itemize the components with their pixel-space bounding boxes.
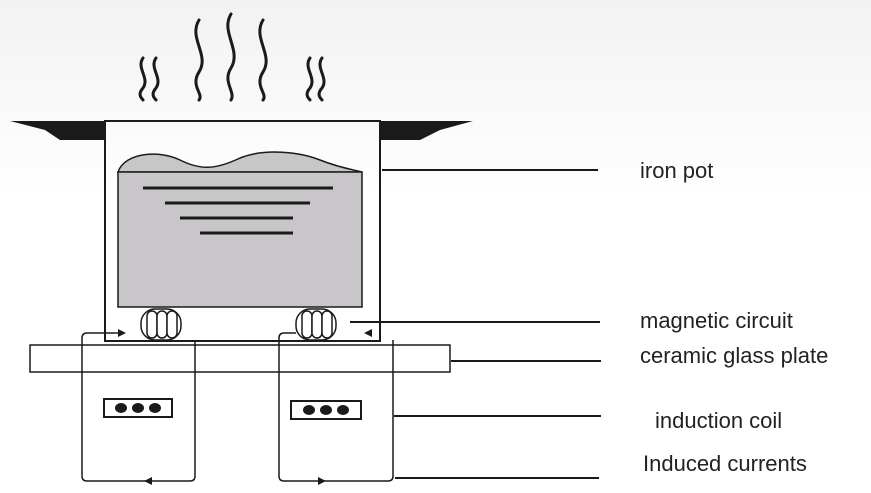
steam-wave (194, 18, 204, 102)
steam-wave (305, 56, 314, 102)
magnetic-loop-left (81, 332, 196, 482)
steam-wave (151, 56, 160, 102)
label-ceramic-glass-plate: ceramic glass plate (640, 343, 829, 368)
food-surface (116, 151, 363, 173)
food-contents (117, 171, 363, 308)
liquid-lines (143, 186, 333, 235)
ceramic-glass-plate (29, 344, 451, 373)
induction-coil-left (103, 398, 173, 418)
magnetic-circuit-loops (81, 332, 394, 482)
arrow-left-top (118, 329, 126, 337)
ferrite-ring-left (140, 308, 182, 341)
pot-handle-left (10, 121, 105, 140)
steam-wave (258, 18, 268, 102)
arrow-left-bottom (144, 477, 152, 485)
iron-pot-body (104, 120, 381, 342)
pot-handle-right (380, 121, 473, 140)
loop-overlay (81, 345, 394, 372)
arrow-right-bottom (318, 477, 326, 485)
label-induced-currents: Induced currents (643, 451, 807, 476)
leader-lines (350, 169, 601, 479)
label-iron-pot: iron pot (640, 158, 714, 183)
steam-waves (138, 12, 326, 102)
ferrite-rings (140, 308, 337, 341)
current-arrows (118, 329, 372, 485)
magnetic-loop-right (278, 332, 394, 482)
steam-wave (226, 12, 236, 102)
ferrite-ring-right (295, 308, 337, 341)
induction-coil-right (290, 400, 362, 420)
steam-wave (317, 56, 326, 102)
steam-wave (138, 56, 147, 102)
arrow-right-top (364, 329, 372, 337)
label-induction-coil: induction coil (655, 408, 783, 433)
label-magnetic-circuit: magnetic circuit (640, 308, 793, 333)
